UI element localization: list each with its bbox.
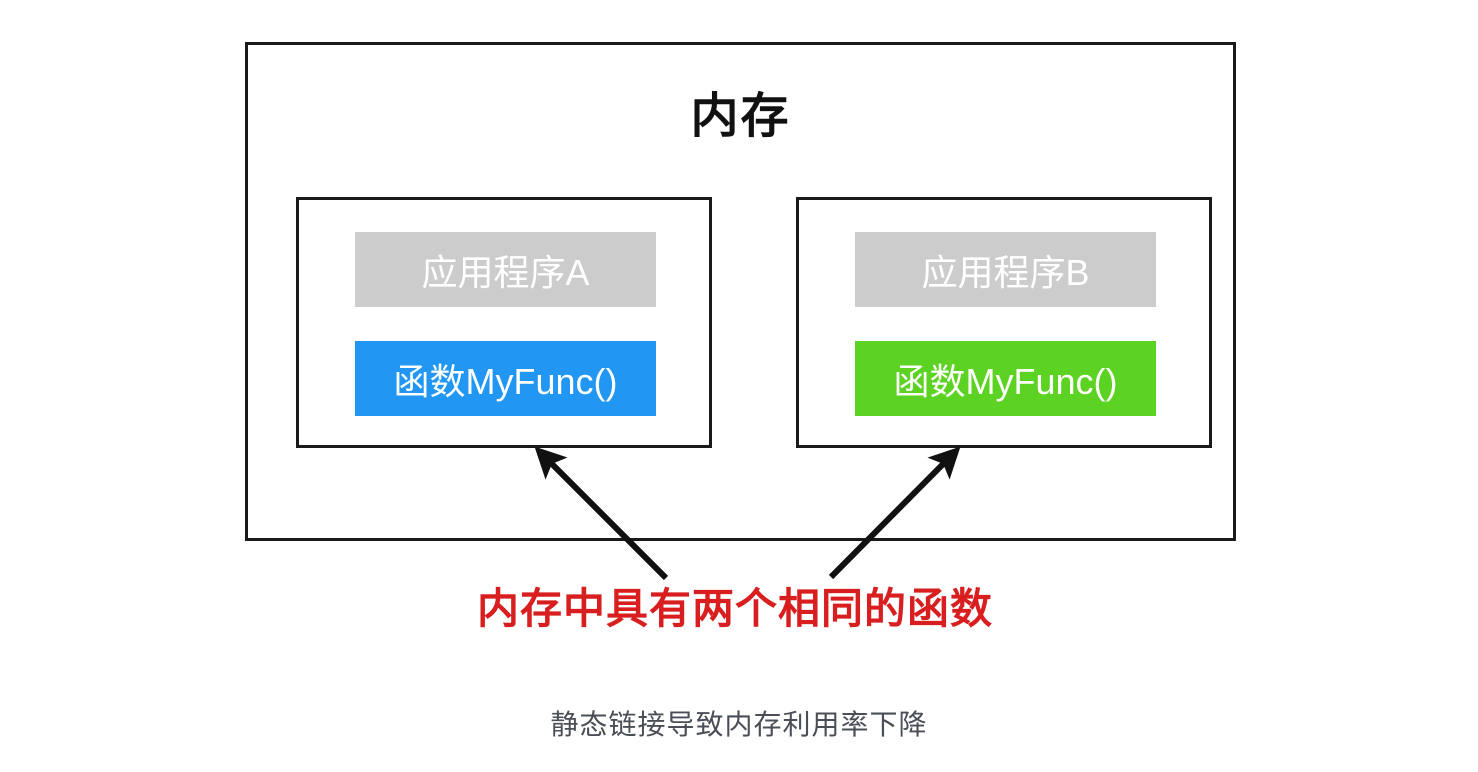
app-container-a: 应用程序A 函数MyFunc() [296,197,712,448]
app-label-bar-a: 应用程序A [355,232,656,307]
memory-title: 内存 [690,90,791,143]
function-bar-b: 函数MyFunc() [855,341,1156,416]
figure-caption: 静态链接导致内存利用率下降 [550,709,928,740]
annotation-text: 内存中具有两个相同的函数 [0,585,1478,632]
function-bar-a: 函数MyFunc() [355,341,656,416]
app-label-bar-b: 应用程序B [855,232,1156,307]
annotation-text-label: 内存中具有两个相同的函数 [476,585,993,632]
app-container-b: 应用程序B 函数MyFunc() [796,197,1212,448]
